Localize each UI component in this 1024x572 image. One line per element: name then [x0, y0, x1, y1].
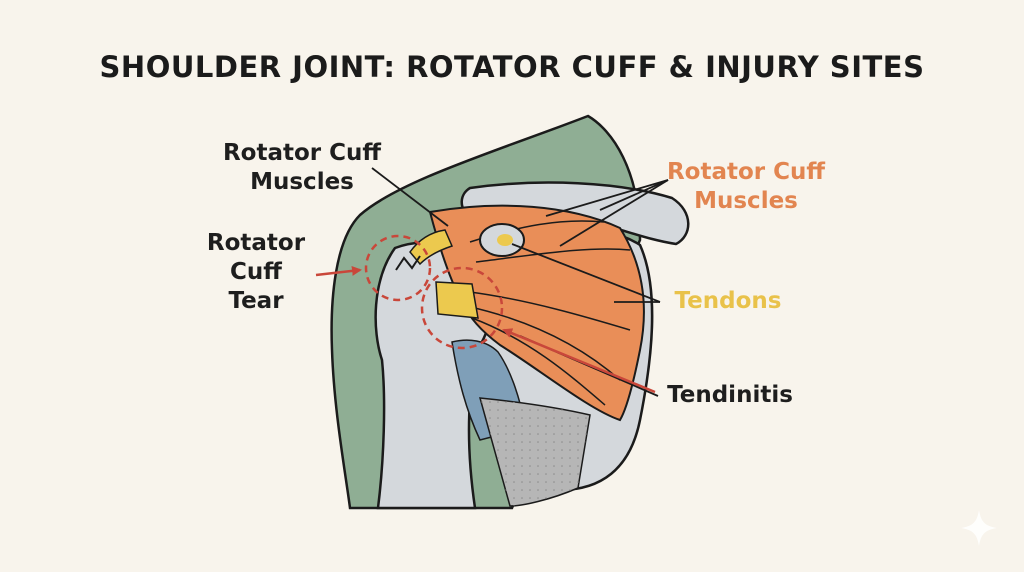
tendinitis-site-marker — [420, 266, 504, 350]
coracoid-tendon — [497, 234, 513, 246]
label-line: Rotator Cuff — [666, 159, 826, 185]
label-rotator-cuff-muscles-right: Rotator Cuff Muscles — [656, 158, 836, 216]
label-line: Cuff — [230, 259, 282, 285]
scapula-texture — [480, 398, 590, 506]
tendon-lower — [435, 281, 479, 319]
tear-site-marker — [364, 234, 432, 302]
label-line: Tear — [228, 288, 284, 314]
label-line: Rotator Cuff — [222, 140, 382, 166]
tendon-upper — [409, 229, 454, 266]
label-line: Muscles — [694, 188, 798, 214]
label-rotator-cuff-muscles-left: Rotator Cuff Muscles — [212, 139, 392, 197]
label-rotator-cuff-tear: Rotator Cuff Tear — [196, 229, 316, 316]
tear-arrow — [315, 265, 362, 277]
label-tendinitis: Tendinitis — [667, 382, 793, 408]
tear-line — [395, 255, 421, 271]
tendinitis-arrow — [502, 328, 656, 394]
label-tendons: Tendons — [674, 288, 782, 314]
label-line: Rotator — [206, 230, 306, 256]
label-line: Muscles — [250, 169, 354, 195]
diagram-title: SHOULDER JOINT: ROTATOR CUFF & INJURY SI… — [99, 50, 925, 84]
sparkle-icon — [961, 510, 997, 546]
